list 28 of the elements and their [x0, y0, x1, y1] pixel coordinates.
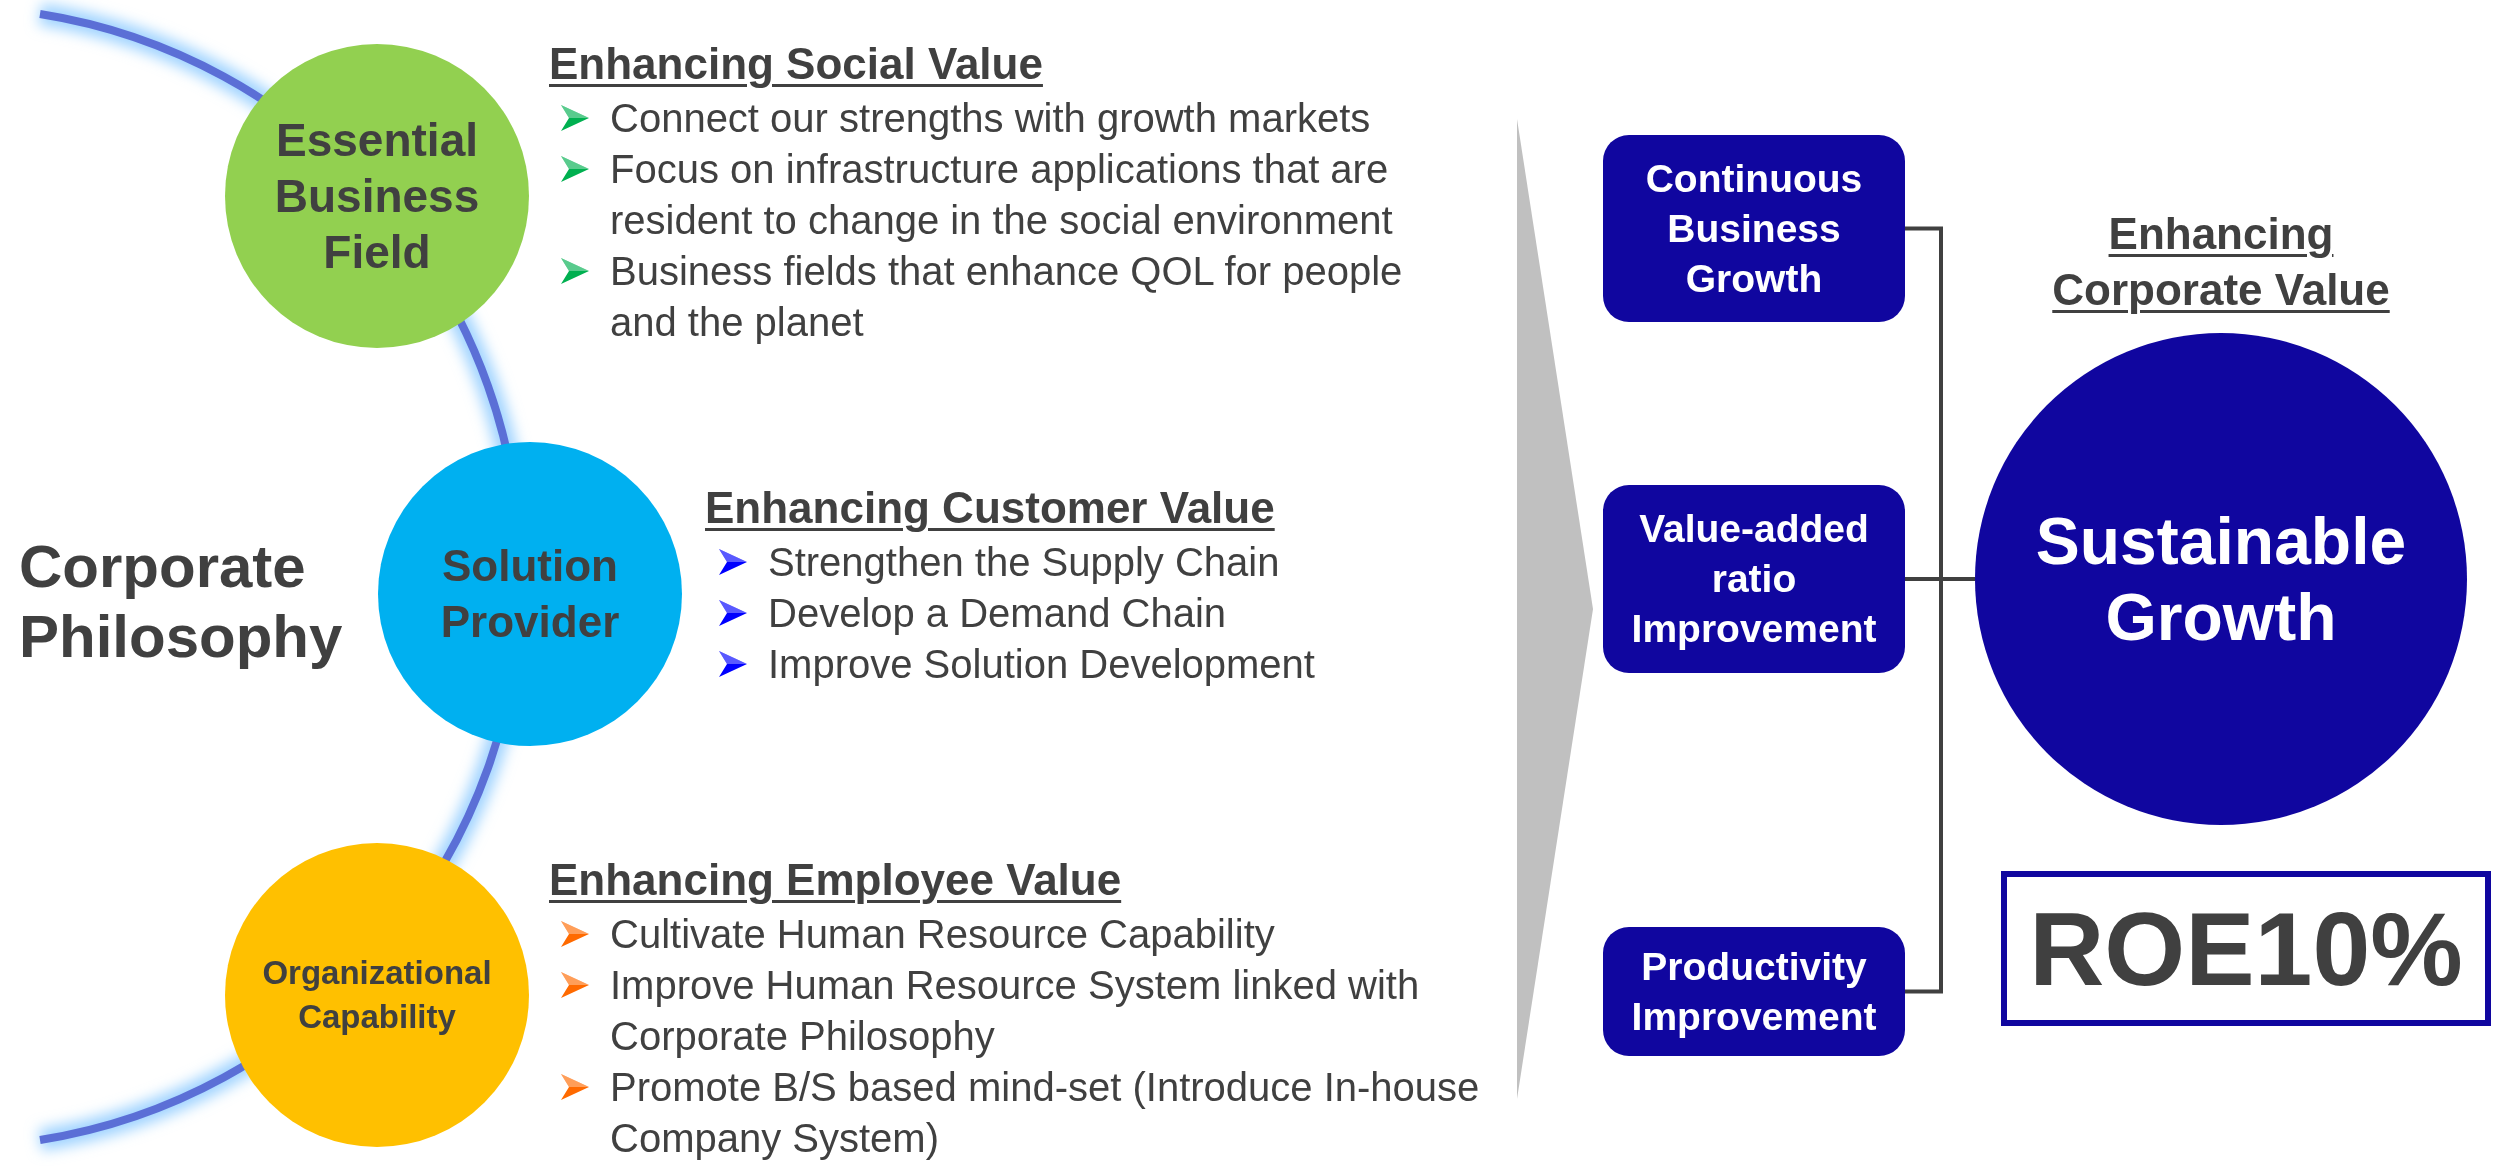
- bullet-text: Improve Solution Development: [768, 641, 1316, 688]
- section-heading: Enhancing Customer Value: [705, 482, 1275, 534]
- bullet-text: Cultivate Human Resource Capability: [610, 911, 1276, 958]
- node-text: Solution Provider: [439, 540, 621, 648]
- bullet-text: Strengthen the Supply Chain: [768, 539, 1281, 586]
- section-heading: Enhancing Employee Value: [549, 854, 1122, 906]
- chevron-shape: [1517, 119, 1593, 1099]
- rounded-box: [1603, 485, 1905, 673]
- target-box: [2001, 871, 2491, 1026]
- bullet-text: Focus on infrastructure applications that are resident to change in the social environment: [610, 146, 1394, 244]
- bullet-text: Business fields that enhance QOL for people and the planet: [610, 248, 1404, 346]
- node-text: Sustainable Growth: [2034, 503, 2408, 655]
- bullet-text: Develop a Demand Chain: [768, 590, 1228, 637]
- bullet-text: Promote B/S based mind-set (Introduce In-house Company System): [610, 1064, 1480, 1162]
- node-text: Value-added ratio Improvement: [1630, 506, 1878, 652]
- connector-line: [1905, 577, 1975, 994]
- node-text: Productivity Improvement: [1630, 943, 1878, 1040]
- rounded-box: [1603, 135, 1905, 322]
- side-title: Corporate Philosophy: [19, 532, 344, 672]
- rounded-box: [1603, 927, 1905, 1056]
- bullet-text: Improve Human Resource System linked with Corporate Philosophy: [610, 962, 1421, 1060]
- section-heading: Enhancing Corporate Value: [2051, 208, 2391, 316]
- node-text: Organizational Capability: [261, 953, 493, 1037]
- node-text: ROE10%: [2029, 889, 2463, 1009]
- node-text: Continuous Business Growth: [1644, 155, 1864, 302]
- node-text: Essential Business Field: [273, 113, 481, 280]
- section-heading: Enhancing Social Value: [549, 38, 1043, 90]
- bullet-text: Connect our strengths with growth markets: [610, 95, 1372, 142]
